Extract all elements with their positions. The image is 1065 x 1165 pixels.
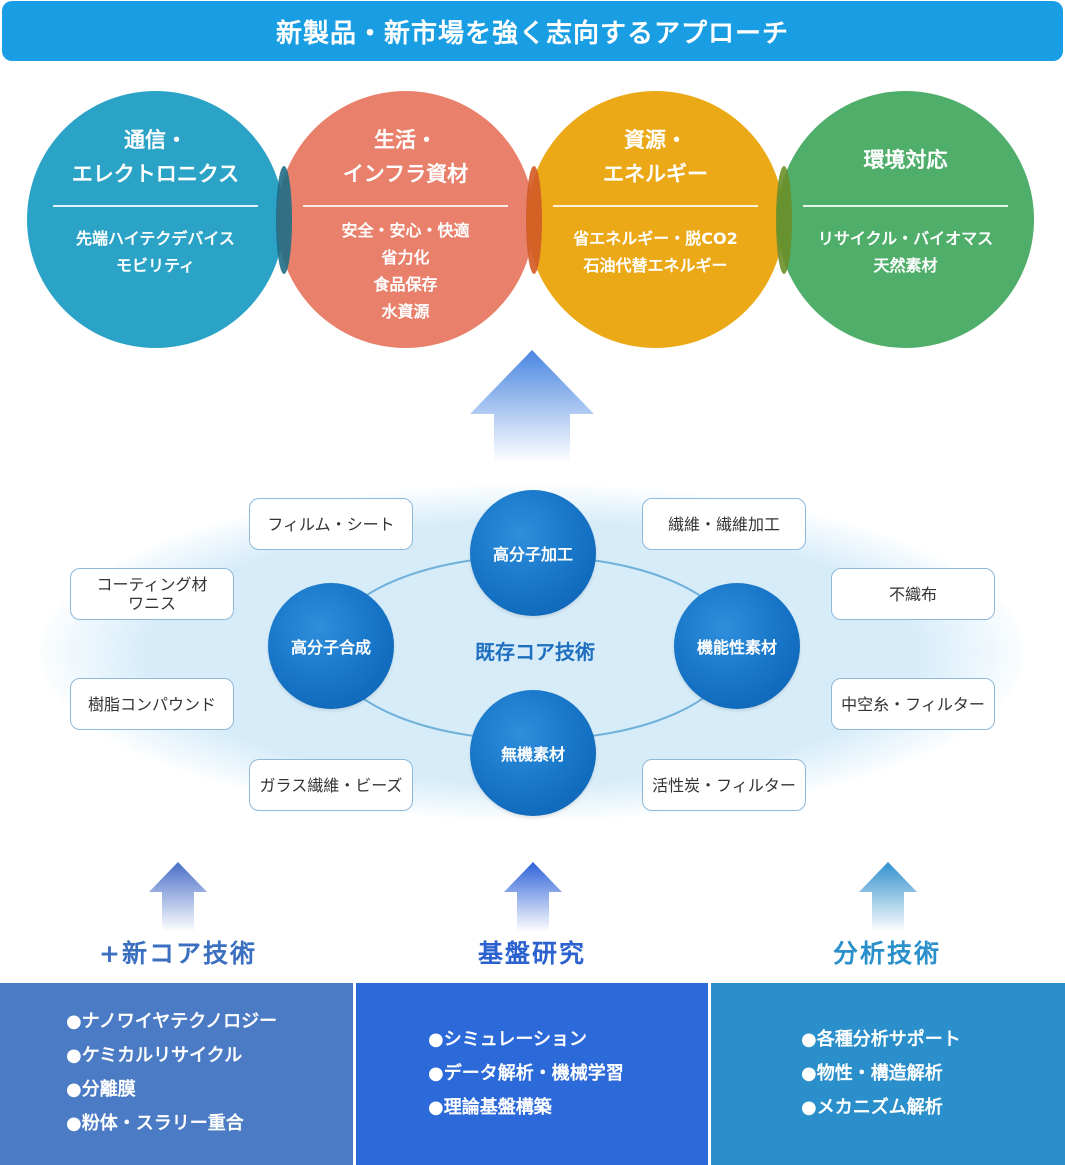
market-title: 生活・ インフラ資材 <box>342 128 469 186</box>
market-body: リサイクル・バイオマス 天然素材 <box>817 229 994 275</box>
list-item: ●各種分析サポート <box>801 1029 961 1050</box>
panel-list: ●各種分析サポート ●物性・構造解析 ●メカニズム解析 <box>801 1023 961 1125</box>
divider <box>303 205 508 207</box>
panel-new-core: ●ナノワイヤテクノロジー ●ケミカルリサイクル ●分離膜 ●粉体・スラリー重合 <box>0 983 353 1165</box>
section-title-new-core: +新コア技術 <box>99 939 257 968</box>
market-title: 環境対応 <box>863 148 948 172</box>
list-item: ●シミュレーション <box>428 1029 587 1050</box>
section-title-analysis: 分析技術 <box>832 939 941 968</box>
market-body: 安全・安心・快適 省力化 食品保存 水資源 <box>341 221 470 321</box>
app-tag-nonwoven: 不織布 <box>831 568 995 620</box>
up-arrow-icon <box>504 862 562 932</box>
list-item: ●粉体・スラリー重合 <box>66 1113 244 1134</box>
panel-list: ●シミュレーション ●データ解析・機械学習 ●理論基盤構築 <box>428 1023 624 1125</box>
app-tag-coating: コーティング材 ワニス <box>70 568 234 620</box>
divider <box>553 205 758 207</box>
app-tag-film: フィルム・シート <box>249 498 413 550</box>
app-tag-resin: 樹脂コンパウンド <box>70 678 234 730</box>
up-arrow-icon <box>859 862 917 932</box>
up-arrow-icon <box>149 862 207 932</box>
market-circle-energy: 資源・ エネルギー 省エネルギー・脱CO2 石油代替エネルギー <box>527 91 784 348</box>
app-tag-carbon: 活性炭・フィルター <box>642 759 806 811</box>
list-item: ●ケミカルリサイクル <box>66 1045 243 1066</box>
divider <box>53 205 258 207</box>
panel-analysis: ●各種分析サポート ●物性・構造解析 ●メカニズム解析 <box>711 983 1065 1165</box>
market-circle-living: 生活・ インフラ資材 安全・安心・快適 省力化 食品保存 水資源 <box>277 91 534 348</box>
up-arrow-icon <box>470 350 594 462</box>
list-item: ●データ解析・機械学習 <box>428 1063 624 1084</box>
circle-overlap <box>276 166 292 274</box>
list-item: ●分離膜 <box>66 1079 136 1100</box>
core-node-inorganic: 無機素材 <box>470 690 596 816</box>
section-title-basic-research: 基盤研究 <box>477 939 586 968</box>
list-item: ●理論基盤構築 <box>428 1097 552 1118</box>
circle-overlap <box>776 166 792 274</box>
list-item: ●ナノワイヤテクノロジー <box>66 1011 278 1032</box>
core-node-processing: 高分子加工 <box>470 490 596 616</box>
panel-basic-research: ●シミュレーション ●データ解析・機械学習 ●理論基盤構築 <box>356 983 708 1165</box>
market-circle-environment: 環境対応 リサイクル・バイオマス 天然素材 <box>777 91 1034 348</box>
core-node-functional: 機能性素材 <box>674 583 800 709</box>
panel-list: ●ナノワイヤテクノロジー ●ケミカルリサイクル ●分離膜 ●粉体・スラリー重合 <box>66 1005 277 1141</box>
app-tag-glass: ガラス繊維・ビーズ <box>249 759 413 811</box>
market-title: 資源・ エネルギー <box>603 128 708 186</box>
market-body: 省エネルギー・脱CO2 石油代替エネルギー <box>573 229 738 275</box>
market-title: 通信・ エレクトロニクス <box>71 128 240 186</box>
app-tag-hollow: 中空糸・フィルター <box>831 678 995 730</box>
market-body: 先端ハイテクデバイス モビリティ <box>76 229 235 275</box>
market-circle-telecom: 通信・ エレクトロニクス 先端ハイテクデバイス モビリティ <box>27 91 284 348</box>
circle-overlap <box>526 166 542 274</box>
list-item: ●物性・構造解析 <box>801 1063 943 1084</box>
list-item: ●メカニズム解析 <box>801 1097 943 1118</box>
core-label: 既存コア技術 <box>475 640 595 664</box>
core-node-synthesis: 高分子合成 <box>268 583 394 709</box>
banner-title: 新製品・新市場を強く志向するアプローチ <box>2 1 1063 61</box>
divider <box>803 205 1008 207</box>
app-tag-fiber: 繊維・繊維加工 <box>642 498 806 550</box>
